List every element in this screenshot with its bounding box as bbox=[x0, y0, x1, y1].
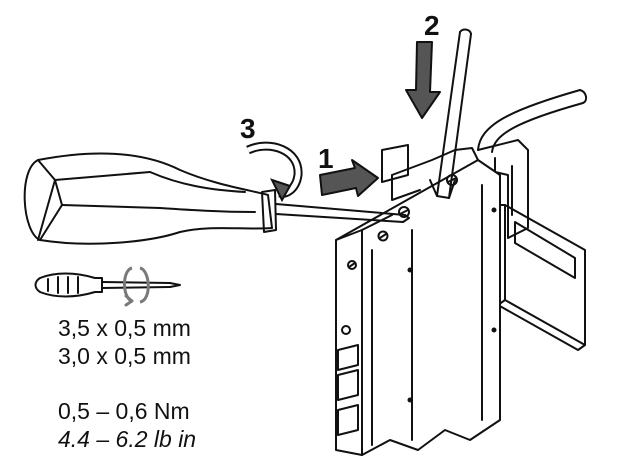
terminal-screw-4 bbox=[347, 260, 357, 270]
torque-lbin: 4.4 – 6.2 lb in bbox=[58, 426, 197, 452]
terminal-module bbox=[335, 144, 501, 456]
step-1-label: 1 bbox=[318, 143, 334, 174]
terminal-screw-5 bbox=[341, 325, 351, 335]
din-rail bbox=[497, 204, 586, 351]
step-2-label: 2 bbox=[424, 10, 440, 41]
rotation-arrow-icon bbox=[246, 141, 303, 203]
screwdriver-large bbox=[23, 152, 410, 245]
inserted-wire bbox=[429, 28, 472, 199]
screwdriver-icon bbox=[34, 272, 181, 298]
terminal-screw-3 bbox=[377, 230, 389, 242]
down-arrow-icon bbox=[405, 41, 441, 119]
wire-cable bbox=[477, 89, 588, 153]
terminal-screw-1 bbox=[398, 206, 410, 218]
push-arrow-icon bbox=[319, 159, 379, 197]
screwdriver-size-1: 3,5 x 0,5 mm bbox=[58, 315, 191, 341]
torque-nm: 0,5 – 0,6 Nm bbox=[58, 398, 190, 424]
step-3-label: 3 bbox=[240, 113, 256, 144]
rotation-arrow-icon bbox=[123, 266, 150, 307]
screwdriver-size-2: 3,0 x 0,5 mm bbox=[58, 343, 191, 369]
